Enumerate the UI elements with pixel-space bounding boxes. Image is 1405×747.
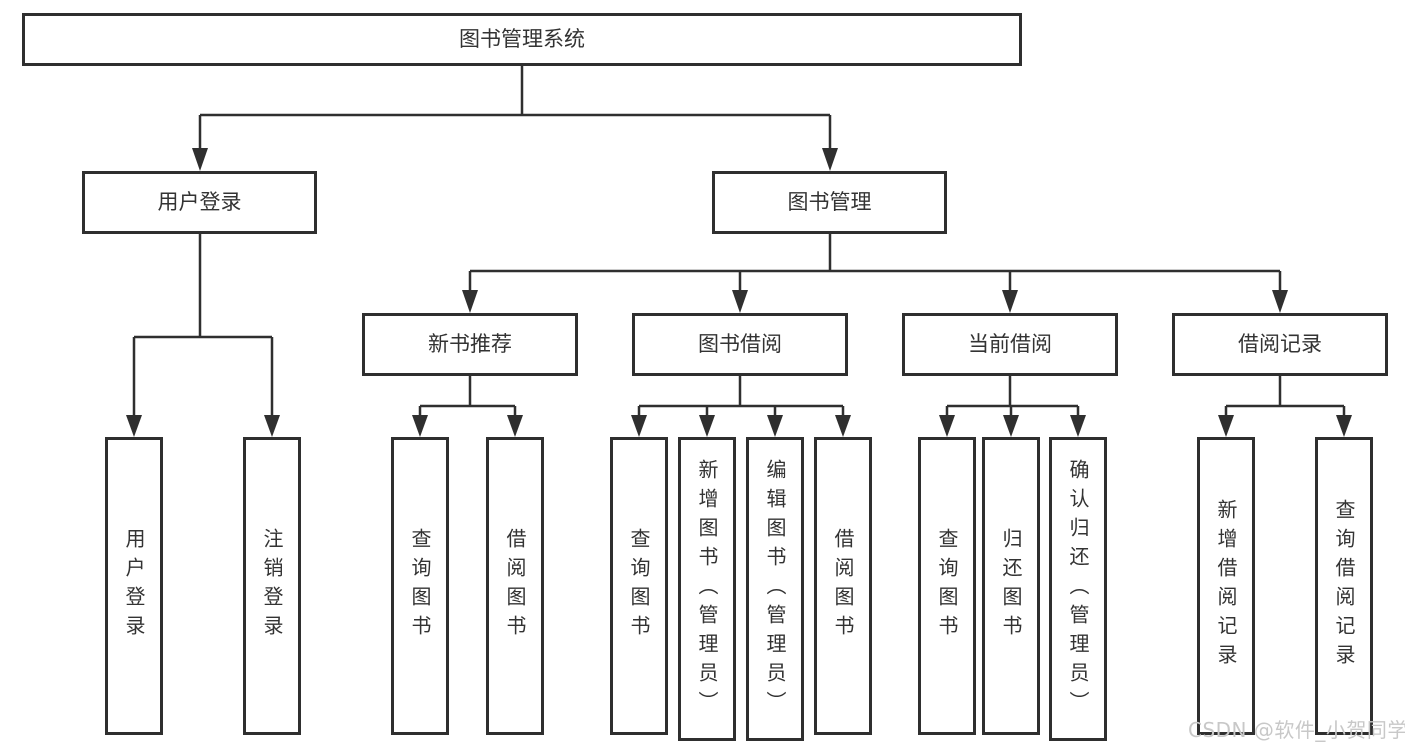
leaf-logout: 注销登录 [243, 437, 301, 735]
node-label: 新增图书（管理员） [695, 458, 719, 720]
node-label: 用户登录 [122, 528, 146, 644]
leaf-add-borrow-record: 新增借阅记录 [1197, 437, 1255, 735]
node-label: 查询借阅记录 [1332, 499, 1356, 673]
leaf-query-books-borrow: 查询图书 [610, 437, 668, 735]
node-label: 当前借阅 [968, 332, 1052, 356]
connector-user-login [126, 234, 280, 437]
node-label: 图书借阅 [698, 332, 782, 356]
node-book-borrow: 图书借阅 [632, 313, 848, 376]
connector-book-borrow [631, 376, 851, 437]
leaf-confirm-return-admin: 确认归还（管理员） [1049, 437, 1107, 741]
leaf-return-book: 归还图书 [982, 437, 1040, 735]
node-label: 新书推荐 [428, 332, 512, 356]
node-label: 用户登录 [157, 190, 242, 214]
node-book-management: 图书管理 [712, 171, 947, 234]
node-label: 查询图书 [627, 528, 651, 644]
node-label: 借阅记录 [1238, 332, 1322, 356]
connector-current-borrow [939, 376, 1086, 437]
leaf-borrow-books: 借阅图书 [814, 437, 872, 735]
node-label: 查询图书 [408, 528, 432, 644]
connector-book-management [462, 234, 1288, 313]
leaf-user-login: 用户登录 [105, 437, 163, 735]
node-label: 图书管理 [787, 190, 872, 214]
leaf-query-books-recommend: 查询图书 [391, 437, 449, 735]
connector-root [192, 66, 838, 171]
node-label: 查询图书 [935, 528, 959, 644]
node-user-login: 用户登录 [82, 171, 317, 234]
node-label: 新增借阅记录 [1214, 499, 1238, 673]
node-label: 编辑图书（管理员） [763, 458, 787, 720]
node-label: 借阅图书 [503, 528, 527, 644]
node-borrow-records: 借阅记录 [1172, 313, 1388, 376]
node-label: 归还图书 [999, 528, 1023, 644]
connector-new-book-recommend [412, 376, 523, 437]
connector-borrow-records [1218, 376, 1352, 437]
leaf-add-book-admin: 新增图书（管理员） [678, 437, 736, 741]
node-current-borrow: 当前借阅 [902, 313, 1118, 376]
node-label: 图书管理系统 [459, 27, 585, 51]
node-library-management-system: 图书管理系统 [22, 13, 1022, 66]
leaf-borrow-books-recommend: 借阅图书 [486, 437, 544, 735]
leaf-query-borrow-record: 查询借阅记录 [1315, 437, 1373, 735]
leaf-query-books-current: 查询图书 [918, 437, 976, 735]
node-label: 借阅图书 [831, 528, 855, 644]
watermark: CSDN @软件_小贺同学 [1188, 718, 1405, 742]
node-label: 注销登录 [260, 528, 284, 644]
node-label: 确认归还（管理员） [1066, 458, 1090, 720]
node-new-book-recommend: 新书推荐 [362, 313, 578, 376]
leaf-edit-book-admin: 编辑图书（管理员） [746, 437, 804, 741]
